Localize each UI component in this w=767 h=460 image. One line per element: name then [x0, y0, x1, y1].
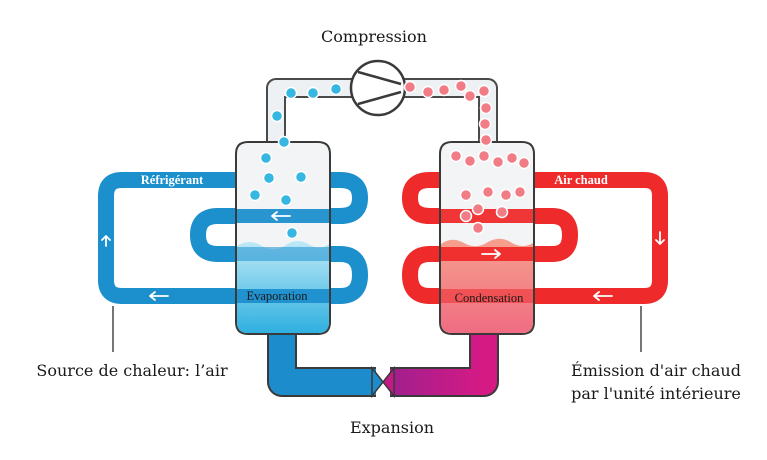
heat-source-label: Source de chaleur: l’air — [36, 361, 228, 380]
compressor-icon — [349, 59, 407, 117]
arrow-left-icon — [593, 291, 613, 301]
expansion-pipe-cold — [267, 332, 376, 397]
arrow-down-icon — [655, 231, 665, 245]
hot-bubbles — [403, 79, 531, 235]
refrigerant-label: Réfrigérant — [141, 173, 204, 187]
expansion-valve — [371, 365, 395, 399]
evaporation-label: Evaporation — [246, 289, 308, 303]
arrow-left-icon — [149, 291, 169, 301]
arrow-right-icon — [481, 249, 501, 259]
emission-label-line1: Émission d'air chaud — [571, 360, 741, 380]
compression-label: Compression — [321, 27, 427, 46]
hot-air-label: Air chaud — [554, 173, 608, 187]
arrow-up-icon — [101, 235, 111, 247]
arrow-left-icon — [271, 211, 291, 221]
flow-arrows — [101, 211, 665, 301]
condensation-label: Condensation — [455, 291, 524, 305]
evaporator-tank — [235, 141, 331, 335]
condenser-tank — [439, 141, 535, 335]
expansion-label: Expansion — [350, 418, 434, 437]
expansion-pipe-hot — [390, 332, 499, 397]
emission-label-line2: par l'unité intérieure — [571, 384, 741, 403]
cold-bubbles — [248, 82, 343, 240]
